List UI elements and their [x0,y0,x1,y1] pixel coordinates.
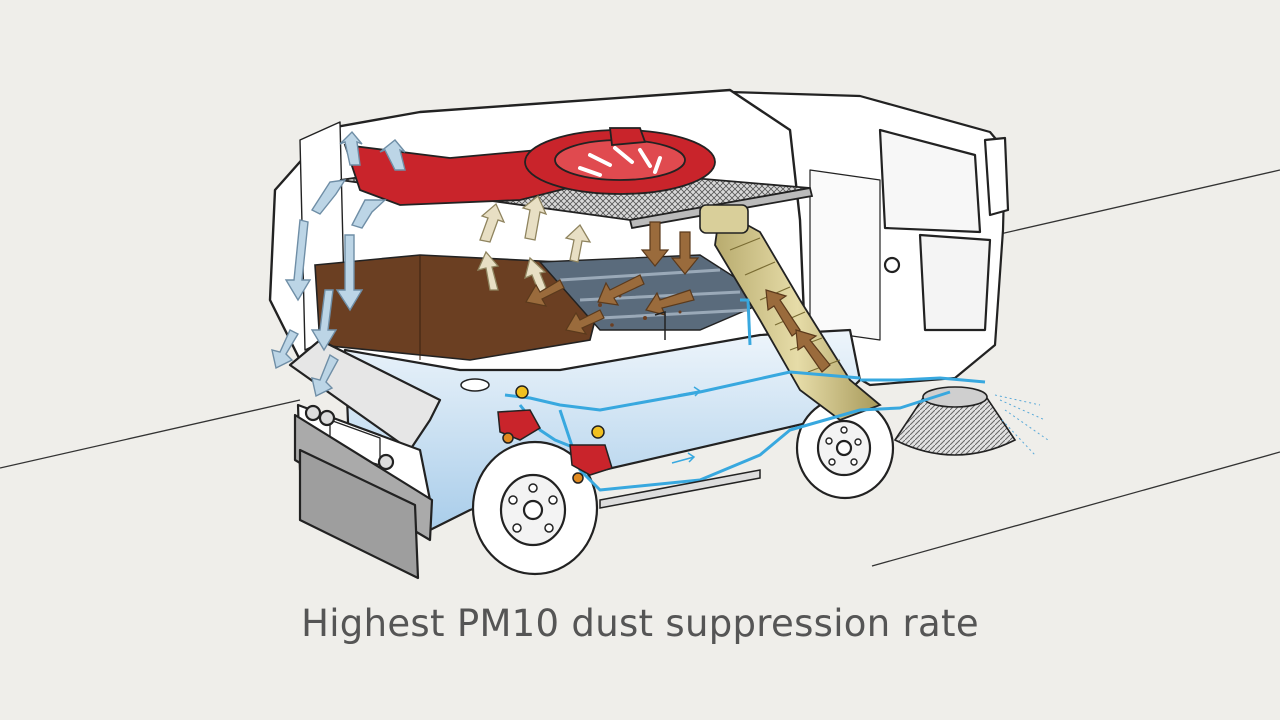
suction-fan-icon [343,127,716,206]
water-pump-icon [497,385,613,484]
rear-wheel [471,440,599,576]
body-details [460,310,761,509]
side-brush-icon [893,386,1049,456]
dust-flow-arrows [476,194,592,296]
suction-hose [699,204,882,422]
front-wheel [795,396,895,500]
suction-arrows [525,221,831,373]
flow-arrow-icons [671,386,702,464]
road-lines [0,169,1280,567]
caption: Highest PM10 dust suppression rate [301,602,979,645]
air-flow-arrows [271,130,406,398]
